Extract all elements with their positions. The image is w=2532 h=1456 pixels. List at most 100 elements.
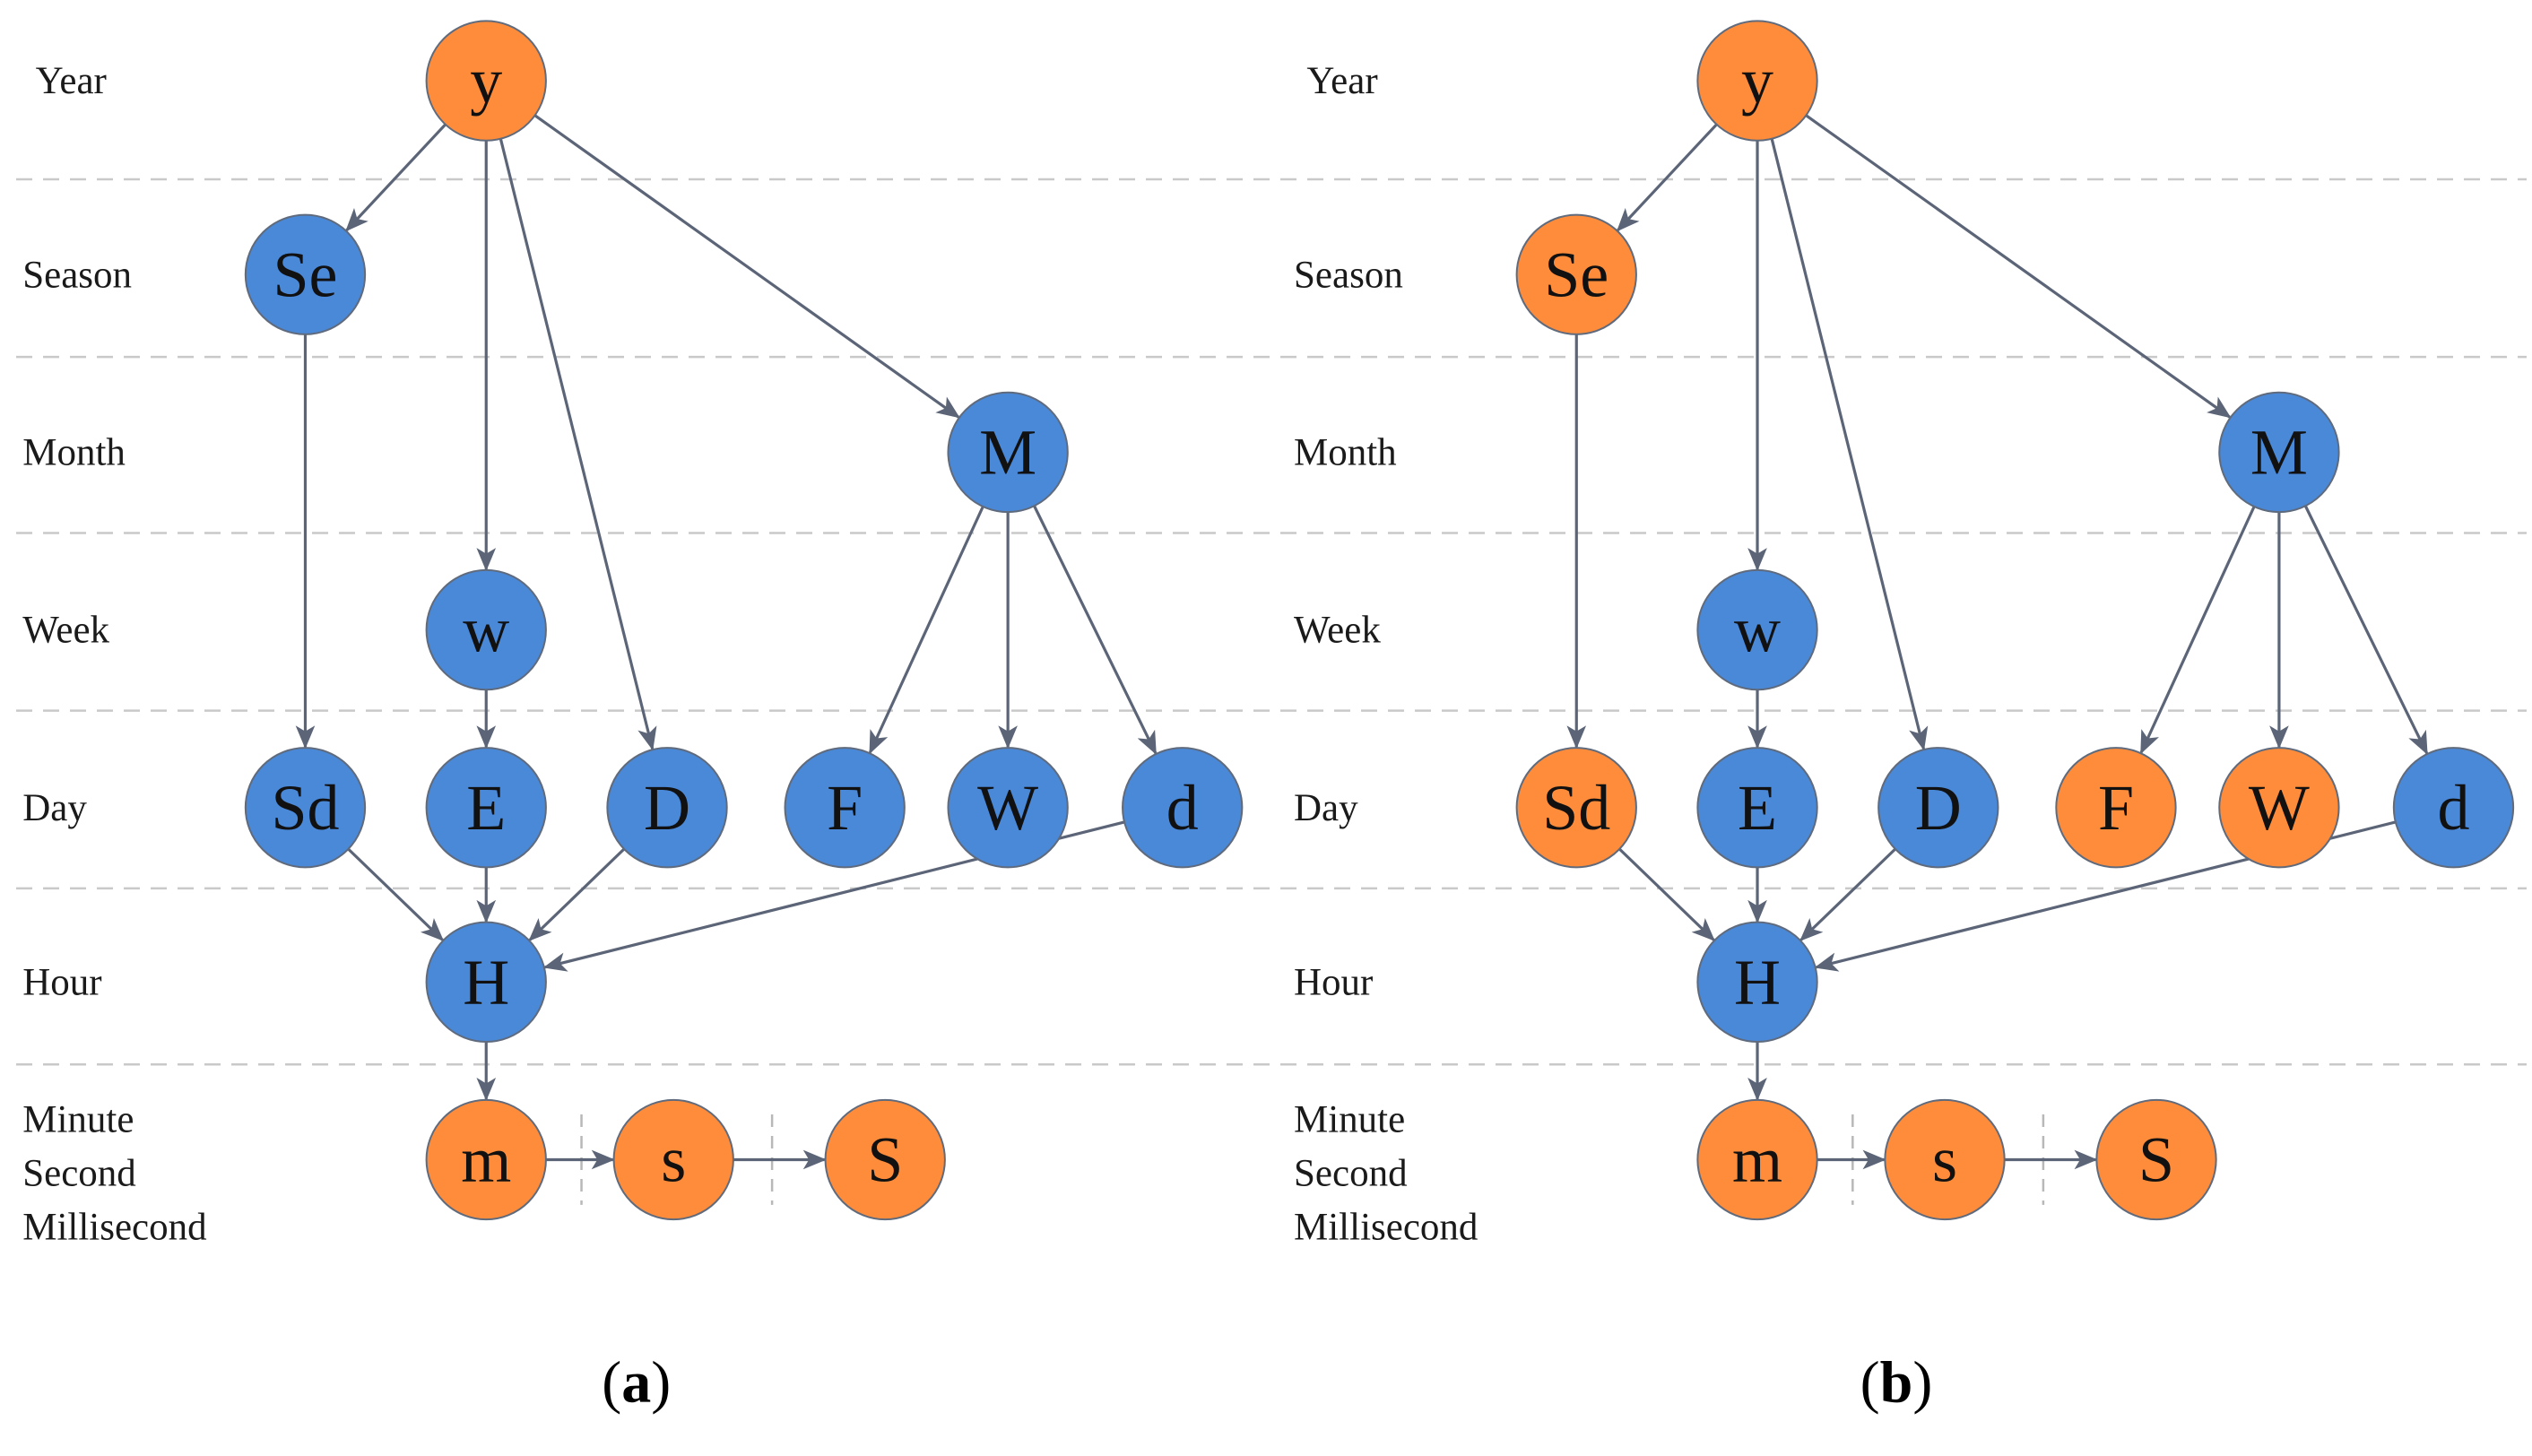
panel-b-node-label-s: s: [1932, 1123, 1957, 1195]
panel-b-edge-D-to-H: [1799, 847, 1896, 941]
panel-a-row-label-sub-3: Millisecond: [22, 1206, 206, 1248]
panel-b-node-circle-Sd: [1515, 747, 1637, 869]
panel-b-row-label-week: Week: [1294, 610, 1381, 652]
panel-b-node-H: H: [1696, 921, 1818, 1043]
panel-b-node-m: m: [1696, 1098, 1818, 1221]
panel-b-node-label-d: d: [2437, 772, 2469, 844]
panel-a-node-label-H: H: [463, 946, 509, 1018]
panel-a-node-Sd: Sd: [244, 747, 367, 869]
panel-b-node-circle-F: [2055, 747, 2177, 869]
panel-a-node-circle-D: [606, 747, 728, 869]
panel-a-node-s: s: [612, 1098, 734, 1221]
panel-a-node-label-Se: Se: [273, 238, 337, 310]
row-separators: [16, 178, 2527, 1066]
panel-b-row-label-sub-1: Minute: [1294, 1098, 1405, 1140]
panel-b-node-d: d: [2392, 747, 2515, 869]
panel-b-node-label-F: F: [2098, 772, 2134, 844]
panel-a-node-label-E: E: [466, 772, 506, 844]
captions: (a) (b): [602, 1350, 1932, 1416]
panel-a-edge-y-to-M: [533, 114, 960, 419]
panel-b-row-label-sub-3: Millisecond: [1294, 1206, 1478, 1248]
panel-a-node-label-M: M: [979, 416, 1036, 488]
panel-b-node-label-D: D: [1915, 772, 1962, 844]
panel-a-node-circle-S: [824, 1098, 946, 1221]
panel-b-node-label-W: W: [2249, 772, 2310, 844]
panel-b-node-M: M: [2218, 391, 2340, 514]
panel-a-edge-D-to-H: [528, 847, 626, 941]
panel-a-node-label-s: s: [661, 1123, 686, 1195]
edges: [295, 114, 2429, 1205]
panel-a-node-w: w: [425, 568, 547, 691]
panel-a-row-label-day: Day: [22, 787, 87, 829]
panel-a-node-label-m: m: [461, 1123, 511, 1195]
panel-a-node-label-S: S: [867, 1123, 903, 1195]
panel-a-node-label-D: D: [644, 772, 690, 844]
panel-a-row-label-week: Week: [22, 610, 109, 652]
panel-b-caption-letter: b: [1880, 1350, 1913, 1416]
panel-b-row-label-month: Month: [1294, 431, 1397, 473]
panel-b-node-circle-Se: [1515, 213, 1637, 335]
panel-b-node-circle-w: [1696, 568, 1818, 691]
panel-b-node-label-w: w: [1734, 594, 1781, 666]
panel-a-node-S: S: [824, 1098, 946, 1221]
panel-a-node-d: d: [1122, 747, 1244, 869]
panel-b-node-circle-m: [1696, 1098, 1818, 1221]
panel-b-node-label-Sd: Sd: [1542, 772, 1610, 844]
panel-a-node-Se: Se: [244, 213, 367, 335]
panel-a-node-circle-W: [947, 747, 1069, 869]
panel-a-node-circle-E: [425, 747, 547, 869]
panel-a-node-circle-m: [425, 1098, 547, 1221]
panel-a-node-label-W: W: [977, 772, 1038, 844]
panel-b-node-label-S: S: [2138, 1123, 2174, 1195]
panel-a-caption-letter: a: [621, 1350, 651, 1416]
panel-a-node-label-w: w: [463, 594, 509, 666]
panel-b-node-S: S: [2095, 1098, 2217, 1221]
panel-a-edge-y-to-D: [499, 138, 657, 751]
panel-b-node-label-Se: Se: [1544, 238, 1609, 310]
panel-b-node-w: w: [1696, 568, 1818, 691]
panel-b-node-s: s: [1884, 1098, 2006, 1221]
panel-b-node-circle-W: [2218, 747, 2340, 869]
panel-a-node-label-F: F: [827, 772, 863, 844]
panel-a-node-circle-M: [947, 391, 1069, 514]
panel-b-edge-Sd-to-H: [1618, 847, 1715, 941]
panel-a-node-circle-d: [1122, 747, 1244, 869]
panel-a-node-circle-y: [425, 20, 547, 142]
panel-b-node-label-M: M: [2250, 416, 2308, 488]
panel-b-row-label-day: Day: [1294, 787, 1358, 829]
panel-a-row-label-sub-2: Second: [22, 1152, 136, 1194]
panel-a-edge-M-to-d: [1033, 505, 1158, 755]
panel-a-edge-Sd-to-H: [347, 847, 445, 941]
panel-a-node-label-d: d: [1166, 772, 1199, 844]
panel-b-caption: (b): [1860, 1350, 1933, 1416]
panel-a-row-label-year: Year: [36, 60, 107, 102]
panel-b-node-circle-y: [1696, 20, 1818, 142]
panel-a-edge-M-to-F: [868, 506, 984, 755]
panel-b-node-circle-s: [1884, 1098, 2006, 1221]
panel-b-node-circle-E: [1696, 747, 1818, 869]
panel-b-node-circle-M: [2218, 391, 2340, 514]
panel-a-row-label-hour: Hour: [22, 961, 101, 1003]
panel-a-node-circle-F: [784, 747, 906, 869]
panel-a-row-label-season: Season: [22, 254, 132, 296]
panel-a-node-F: F: [784, 747, 906, 869]
panel-b-node-label-E: E: [1738, 772, 1777, 844]
panel-a-node-H: H: [425, 921, 547, 1043]
panel-a-node-M: M: [947, 391, 1069, 514]
panel-a-node-circle-H: [425, 921, 547, 1043]
panel-b-node-label-H: H: [1734, 946, 1781, 1018]
panel-b-node-E: E: [1696, 747, 1818, 869]
panel-a-node-y: y: [425, 20, 547, 142]
panel-b-node-W: W: [2218, 747, 2340, 869]
panel-b-row-label-sub-2: Second: [1294, 1152, 1408, 1194]
panel-b-edge-y-to-M: [1805, 114, 2232, 419]
panel-b-node-y: y: [1696, 20, 1818, 142]
panel-b-node-F: F: [2055, 747, 2177, 869]
panel-a-row-label-month: Month: [22, 431, 126, 473]
panel-b-node-label-m: m: [1732, 1123, 1782, 1195]
panel-a-caption: (a): [602, 1350, 671, 1416]
panel-b-node-Se: Se: [1515, 213, 1637, 335]
panel-b-node-Sd: Sd: [1515, 747, 1637, 869]
